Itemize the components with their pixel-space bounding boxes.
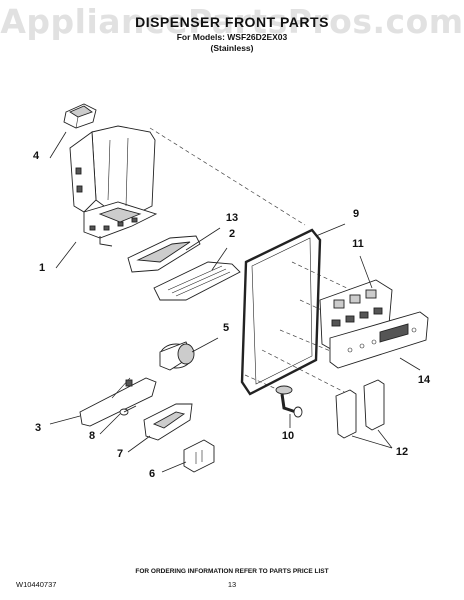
document-id: W10440737 xyxy=(16,580,57,589)
callout-6: 6 xyxy=(148,468,156,480)
callout-5: 5 xyxy=(222,322,230,334)
finish-line: (Stainless) xyxy=(210,43,254,53)
callout-7: 7 xyxy=(116,448,124,460)
part-12-lens-left xyxy=(335,389,357,439)
page-title: DISPENSER FRONT PARTS xyxy=(135,14,329,30)
callout-2: 2 xyxy=(228,228,236,240)
part-8-screw xyxy=(119,405,137,416)
ordering-note: FOR ORDERING INFORMATION REFER TO PARTS … xyxy=(135,568,329,575)
part-14-front-panel xyxy=(329,311,429,369)
watermark-text: AppliancePartsPros.com xyxy=(0,2,464,41)
part-1-housing xyxy=(69,125,158,247)
callout-3: 3 xyxy=(34,422,42,434)
callout-4: 4 xyxy=(32,150,40,162)
part-2-grille xyxy=(153,261,241,301)
part-3-arm xyxy=(79,377,157,427)
part-9-gasket xyxy=(240,228,322,396)
model-line: For Models: WSF26D2EX03 xyxy=(176,32,288,42)
callout-1: 1 xyxy=(38,262,46,274)
callout-11: 11 xyxy=(352,238,364,250)
part-4-cup xyxy=(63,103,97,129)
callout-12: 12 xyxy=(395,446,409,458)
part-5-motor xyxy=(159,341,195,371)
callout-9: 9 xyxy=(352,208,360,220)
part-7-switch xyxy=(143,403,193,441)
part-6-pad xyxy=(183,439,215,473)
callout-8: 8 xyxy=(88,430,96,442)
callout-10: 10 xyxy=(281,430,295,442)
part-13-tray-frame xyxy=(127,235,201,273)
page-number: 13 xyxy=(227,580,237,589)
part-10-fitting xyxy=(275,385,303,418)
part-12-lens-right xyxy=(363,379,385,431)
callout-14: 14 xyxy=(417,374,431,386)
callout-13: 13 xyxy=(225,212,239,224)
